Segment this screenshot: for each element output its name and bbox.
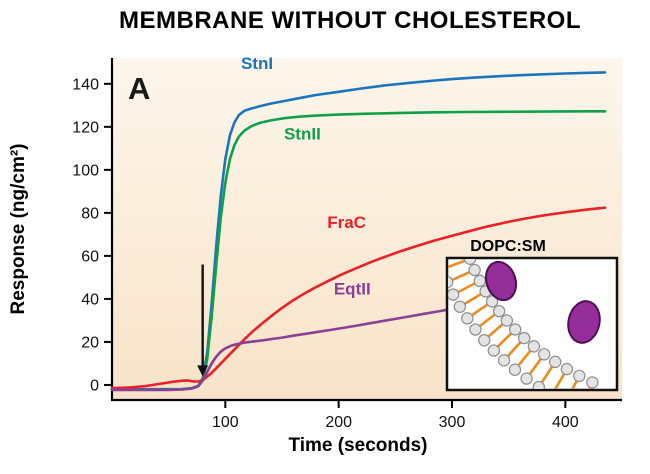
lipid-head-inner <box>508 323 522 336</box>
lipid-head-outer <box>478 334 491 347</box>
lipid-tail <box>457 282 476 294</box>
lipid-tail <box>451 271 471 282</box>
x-tick-label: 300 <box>439 414 466 431</box>
lipid-tail <box>496 332 513 348</box>
panel-label: A <box>128 71 150 106</box>
series-label-EqtII: EqtII <box>334 280 371 299</box>
lipid-tail <box>463 293 482 306</box>
inset-title: DOPC:SM <box>470 238 546 255</box>
lipid-head-outer <box>497 354 511 367</box>
y-tick-label: 40 <box>81 291 99 308</box>
series-label-StnI: StnI <box>241 54 273 73</box>
lipid-head-inner <box>517 331 531 345</box>
y-axis-label: Response (ng/cm²) <box>8 143 29 314</box>
lipid-head-outer <box>532 380 546 389</box>
series-label-FraC: FraC <box>327 213 366 232</box>
lipid-head-inner <box>573 369 586 383</box>
y-tick-label: 60 <box>81 248 99 265</box>
lipid-head-outer <box>448 288 460 301</box>
lipid-head-outer <box>461 312 474 325</box>
y-tick-label: 20 <box>81 334 99 351</box>
y-tick-label: 80 <box>81 205 99 222</box>
inset-layer <box>445 256 619 392</box>
lipid-head-outer <box>487 344 501 357</box>
y-tick-label: 100 <box>72 162 99 179</box>
lipid-head-outer <box>520 372 533 385</box>
x-axis-label: Time (seconds) <box>288 435 427 456</box>
y-tick-label: 140 <box>72 76 99 93</box>
lipid-tail <box>540 365 554 384</box>
series-line-FraC <box>110 206 607 390</box>
series-label-StnII: StnII <box>284 125 321 144</box>
lipid-head-inner <box>492 304 506 318</box>
y-tick-label: 120 <box>72 119 99 136</box>
lipid-head-inner <box>500 314 514 327</box>
lipid-head-inner <box>463 259 477 265</box>
membrane-illustration <box>448 259 601 389</box>
x-tick-label: 200 <box>325 414 352 431</box>
plot-layer: 0 20 40 60 80 100 120 140 100 200 300 400 StnI StnII F… <box>72 54 622 431</box>
x-tick-label: 400 <box>552 414 579 431</box>
lipid-head-outer <box>453 300 467 313</box>
lipid-tail <box>487 323 504 338</box>
lipid-tail <box>448 259 466 269</box>
lipid-tail <box>506 341 522 358</box>
lipid-head-inner <box>468 263 481 277</box>
lipid-head-inner <box>473 274 487 288</box>
lipid-head-inner <box>549 355 562 369</box>
lipid-tail <box>528 357 543 375</box>
lipid-head-outer <box>508 363 522 376</box>
protein-oval <box>567 300 601 344</box>
lipid-tail <box>517 349 532 367</box>
lipid-head-inner <box>537 348 551 361</box>
lipid-tail <box>553 373 566 389</box>
lipid-head-inner <box>485 295 499 308</box>
lipid-tail <box>570 380 578 389</box>
lipid-tail <box>478 313 496 328</box>
lipid-head-outer <box>469 323 482 336</box>
lipid-head-inner <box>586 376 599 389</box>
injection-arrow-head <box>197 365 209 377</box>
figure-title: MEMBRANE WITHOUT CHOLESTEROL <box>119 7 581 34</box>
x-tick-label: 100 <box>212 414 239 431</box>
lipid-head-outer <box>448 275 454 289</box>
y-tick-label: 0 <box>90 377 99 394</box>
lipid-tail <box>471 303 489 317</box>
lipid-head-inner <box>560 362 574 376</box>
lipid-head-inner <box>527 340 541 353</box>
protein-oval <box>484 260 518 302</box>
